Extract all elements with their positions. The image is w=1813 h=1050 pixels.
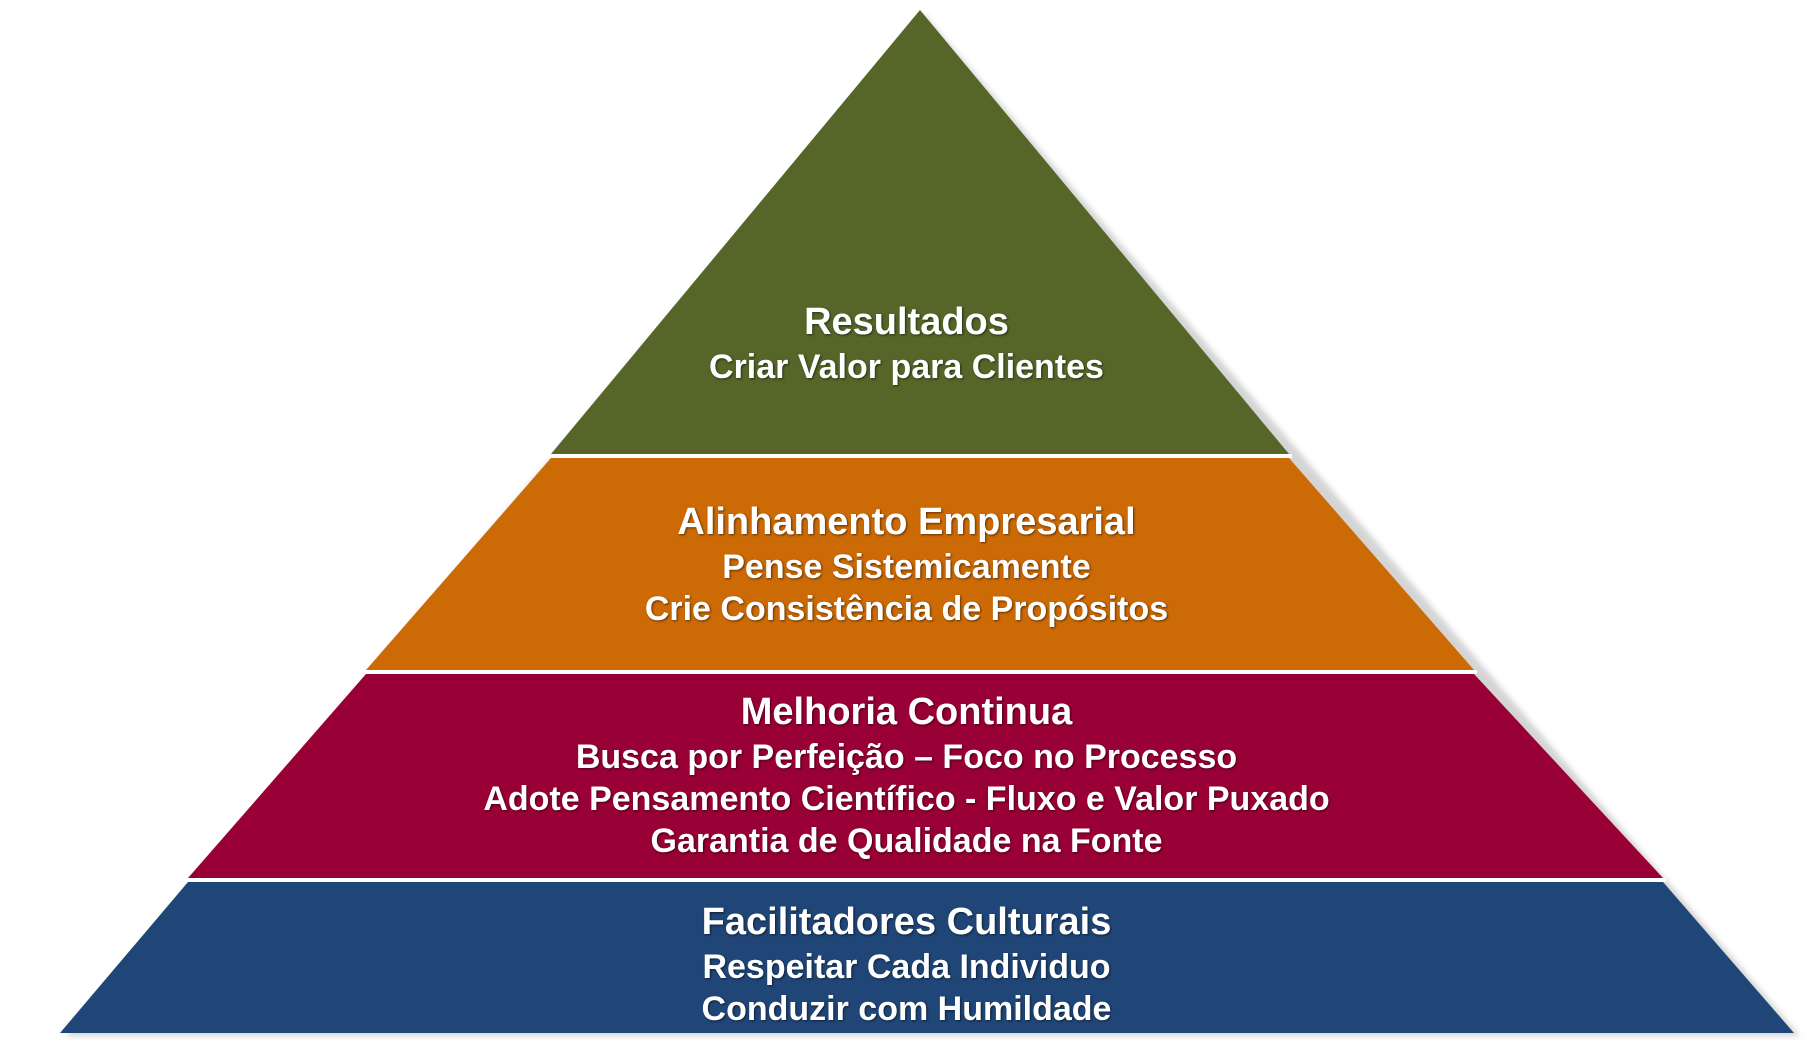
tier-line: Garantia de Qualidade na Fonte [650,822,1163,860]
tier-resultados-shape [551,10,1289,454]
tier-alinhamento-shape [366,458,1474,670]
tier-line: Pense Sistemicamente [722,548,1091,586]
tier-title: Alinhamento Empresarial [677,501,1136,543]
tier-line: Criar Valor para Clientes [709,348,1104,386]
tier-title: Resultados [804,301,1009,343]
tier-line: Respeitar Cada Individuo [702,948,1111,986]
tier-line: Adote Pensamento Científico - Fluxo e Va… [483,780,1330,818]
tier-title: Facilitadores Culturais [701,901,1112,943]
tier-facilitadores-text: Facilitadores Culturais Respeitar Cada I… [0,898,1813,1030]
tier-line: Busca por Perfeição – Foco no Processo [575,738,1238,776]
tier-resultados-text: Resultados Criar Valor para Clientes [0,298,1813,388]
tier-melhoria-text: Melhoria Continua Busca por Perfeição – … [0,688,1813,862]
tier-title: Melhoria Continua [740,691,1073,733]
tier-line: Conduzir com Humildade [701,990,1112,1028]
tier-facilitadores-shape [60,882,1794,1033]
tier-line: Crie Consistência de Propósitos [644,590,1169,628]
tier-alinhamento-text: Alinhamento Empresarial Pense Sistemicam… [0,498,1813,630]
tier-melhoria-shape [188,674,1663,878]
